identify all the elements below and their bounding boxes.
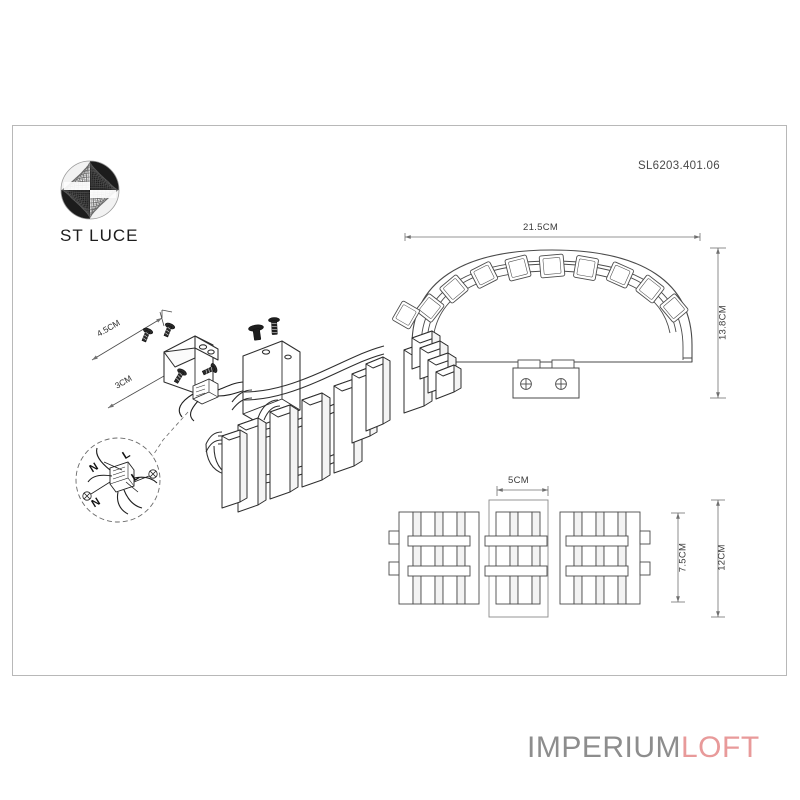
brand-name: ST LUCE <box>60 226 139 245</box>
watermark-primary: IMPERIUM <box>527 731 681 764</box>
brand-block: ST LUCE <box>60 160 210 255</box>
top-view-depth-label: 13.8CM <box>717 304 729 341</box>
front-view-inner-height-label: 7.5CM <box>677 542 689 573</box>
imperiumloft-watermark: IMPERIUMLOFT <box>527 731 760 765</box>
st-luce-sphere-logo-icon <box>60 160 120 220</box>
watermark-accent: LOFT <box>681 731 760 764</box>
top-view-width-label: 21.5CM <box>523 222 559 233</box>
front-view-overall-height-label: 12CM <box>716 544 728 571</box>
product-code: SL6203.401.06 <box>638 160 720 172</box>
front-view-center-label: 5CM <box>508 475 529 486</box>
